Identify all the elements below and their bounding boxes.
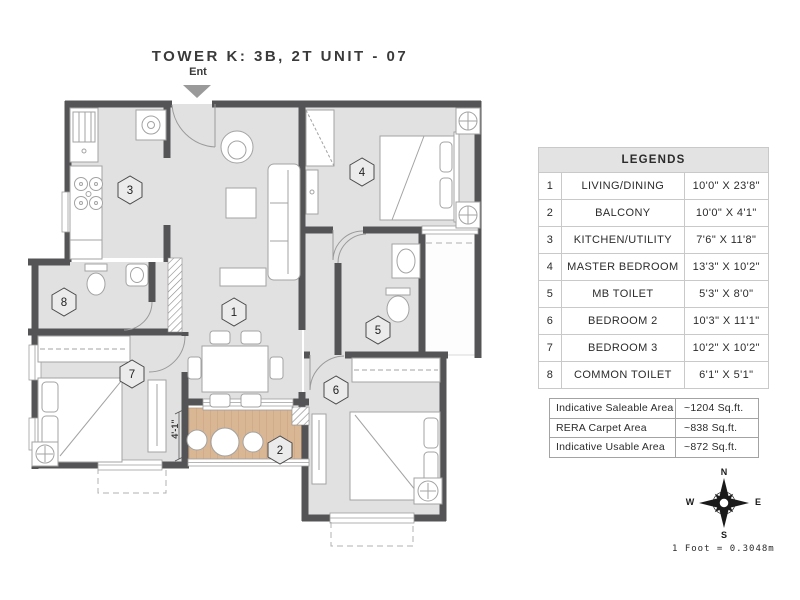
- area-label: Indicative Saleable Area: [549, 398, 676, 419]
- legend-num: 4: [537, 253, 563, 281]
- svg-text:2: 2: [277, 445, 283, 457]
- compass-west-label: W: [685, 497, 695, 507]
- balcony-duct: [291, 406, 310, 426]
- svg-text:6: 6: [333, 385, 339, 397]
- svg-text:8: 8: [61, 297, 67, 309]
- legend-num: 5: [537, 280, 563, 308]
- kitchen-oven: [135, 109, 167, 141]
- tv-console: [219, 267, 267, 287]
- legend-num: 3: [537, 226, 563, 254]
- legend-name: BEDROOM 2: [561, 307, 685, 335]
- bedroom2-furniture: [311, 357, 443, 505]
- room-marker-1: 1: [221, 297, 247, 327]
- legend-name: BALCONY: [561, 199, 685, 227]
- legend-name: BEDROOM 3: [561, 334, 685, 362]
- kitchen-hob: [69, 165, 103, 260]
- legend-name: MB TOILET: [561, 280, 685, 308]
- legend-name: COMMON TOILET: [561, 361, 685, 389]
- area-row: RERA Carpet Area~838 Sq.ft.: [549, 417, 759, 438]
- legend-name: LIVING/DINING: [561, 172, 685, 200]
- legend-num: 1: [537, 172, 563, 200]
- scale-note: 1 Foot = 0.3048m: [672, 544, 775, 554]
- armchair: [220, 130, 254, 164]
- compass-east-label: E: [754, 497, 761, 507]
- room-marker-4: 4: [349, 157, 375, 187]
- legend-size: 10'2" X 10'2": [683, 334, 770, 362]
- compass-north-label: N: [720, 467, 728, 477]
- floor-plan: 1 2 3 4 5 6 7 8: [28, 100, 482, 547]
- legend-size: 5'3" X 8'0": [683, 280, 770, 308]
- svg-text:1: 1: [231, 307, 237, 319]
- dining-set: [187, 330, 284, 408]
- legend-name: KITCHEN/UTILITY: [561, 226, 685, 254]
- compass-south-label: S: [720, 530, 727, 540]
- legend-num: 2: [537, 199, 563, 227]
- area-value: ~1204 Sq.ft.: [675, 398, 759, 419]
- svg-text:4: 4: [359, 167, 366, 179]
- legend-size: 6'1" X 5'1": [683, 361, 770, 389]
- svg-text:5: 5: [375, 325, 381, 337]
- master-bed: [379, 131, 460, 223]
- svg-text:7: 7: [129, 369, 135, 381]
- legend-name: MASTER BEDROOM: [561, 253, 685, 281]
- coffee-table: [225, 187, 257, 219]
- master-wardrobe: [305, 109, 335, 215]
- legend-size: 13'3" X 10'2": [683, 253, 770, 281]
- entrance-arrow-icon: [183, 85, 211, 98]
- sofa: [267, 163, 301, 281]
- balcony-dimension-label: 4'-1": [170, 419, 180, 439]
- room-marker-7: 7: [119, 359, 145, 389]
- dimension-line: [174, 409, 184, 462]
- areas-body: Indicative Saleable Area~1204 Sq.ft.RERA…: [549, 398, 759, 458]
- door-swings: [123, 104, 367, 391]
- master-bedside-lamps: [455, 107, 481, 229]
- area-row: Indicative Usable Area~872 Sq.ft.: [549, 437, 759, 458]
- bedroom3-furniture: [31, 335, 167, 467]
- room-markers: 1 2 3 4 5 6 7 8: [51, 157, 391, 465]
- legend-num: 8: [537, 361, 563, 389]
- area-label: Indicative Usable Area: [549, 437, 676, 458]
- areas-table: Indicative Saleable Area~1204 Sq.ft.RERA…: [549, 398, 759, 458]
- room-marker-5: 5: [365, 315, 391, 345]
- dashed-details: [97, 242, 474, 547]
- mb-toilet-fixtures: [385, 243, 421, 323]
- legend-size: 7'6" X 11'8": [683, 226, 770, 254]
- svg-text:3: 3: [127, 185, 133, 197]
- legends-header: LEGENDS: [538, 147, 769, 173]
- legend-num: 6: [537, 307, 563, 335]
- page-title: TOWER K: 3B, 2T UNIT - 07: [151, 48, 409, 65]
- entrance-label: Ent: [189, 66, 207, 78]
- room-marker-2: 2: [267, 435, 293, 465]
- walls: [28, 100, 482, 522]
- room-marker-3: 3: [117, 175, 143, 205]
- furniture: [31, 107, 481, 505]
- common-toilet-fixtures: [84, 263, 149, 296]
- area-value: ~872 Sq.ft.: [675, 437, 759, 458]
- compass-rose-icon: [699, 478, 749, 528]
- room-marker-8: 8: [51, 287, 77, 317]
- room-marker-6: 6: [323, 375, 349, 405]
- legend-num: 7: [537, 334, 563, 362]
- legend-size: 10'0" X 23'8": [683, 172, 770, 200]
- area-value: ~838 Sq.ft.: [675, 417, 759, 438]
- area-label: RERA Carpet Area: [549, 417, 676, 438]
- balcony-furniture: [186, 427, 264, 457]
- area-row: Indicative Saleable Area~1204 Sq.ft.: [549, 398, 759, 419]
- shaft: [167, 257, 183, 333]
- kitchen-sink-unit: [69, 107, 99, 163]
- legend-size: 10'0" X 4'1": [683, 199, 770, 227]
- legend-size: 10'3" X 11'1": [683, 307, 770, 335]
